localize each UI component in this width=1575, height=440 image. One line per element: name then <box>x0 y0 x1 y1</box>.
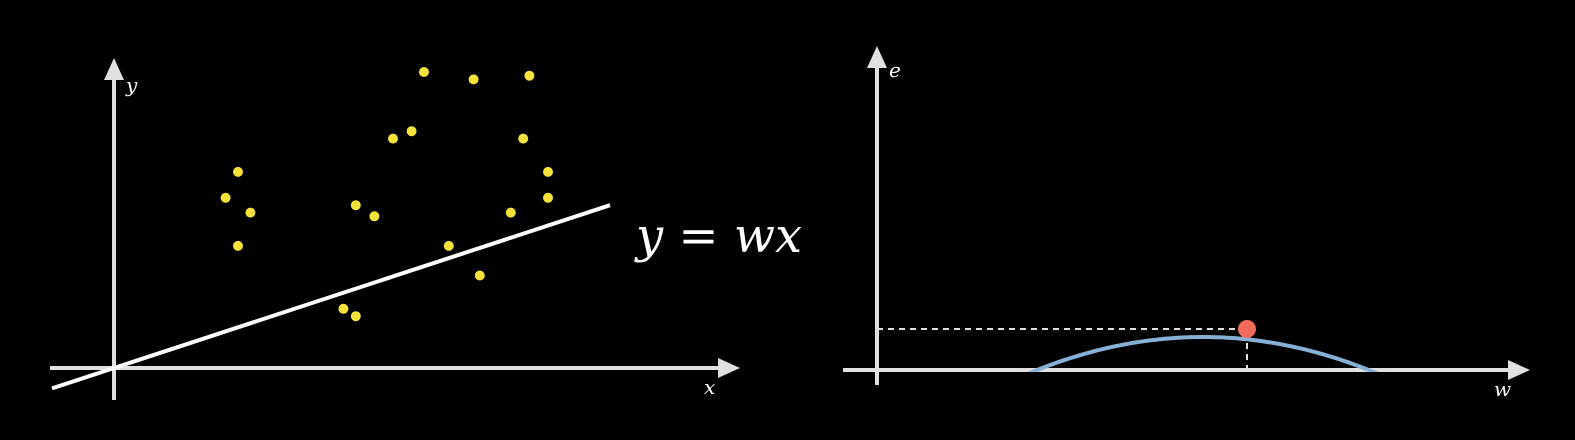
x-axis-label: x <box>704 375 715 399</box>
w-axis-label: w <box>1494 377 1511 401</box>
data-point <box>524 70 535 81</box>
y-axis-arrow-icon <box>104 58 124 80</box>
data-point <box>220 192 231 203</box>
data-point <box>350 311 361 322</box>
data-point <box>543 192 553 203</box>
data-points <box>220 67 553 322</box>
x-axis-arrow-icon <box>718 358 740 378</box>
data-point <box>474 270 485 281</box>
right-plot: w e <box>843 46 1530 401</box>
data-point <box>468 74 479 85</box>
data-point <box>505 207 516 218</box>
data-point <box>233 166 243 177</box>
data-point <box>369 211 380 222</box>
equation: y = wx <box>634 208 802 264</box>
left-plot: x y <box>50 58 740 400</box>
data-point <box>338 303 349 314</box>
w-axis-arrow-icon <box>1508 360 1530 380</box>
data-point <box>543 166 553 177</box>
fit-line <box>51 203 611 391</box>
data-point <box>406 126 417 137</box>
data-point <box>245 207 256 218</box>
e-axis-label: e <box>889 58 901 82</box>
data-point <box>443 240 454 251</box>
data-point <box>233 240 243 251</box>
data-point <box>518 133 529 144</box>
data-point <box>388 133 398 144</box>
minimum-marker <box>1238 320 1256 338</box>
data-point <box>419 67 429 77</box>
data-point <box>350 200 361 211</box>
e-axis-arrow-icon <box>867 46 887 68</box>
y-axis-label: y <box>125 73 138 97</box>
error-curve <box>1027 335 1379 372</box>
